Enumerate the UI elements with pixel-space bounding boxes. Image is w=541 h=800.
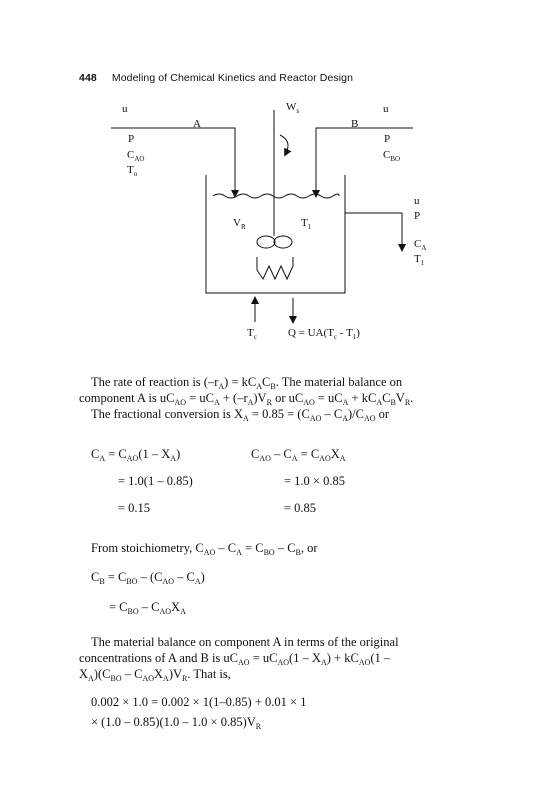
label-u-out: u [414,195,420,207]
label-u-right: u [383,103,389,115]
numeric-line-1: 0.002 × 1.0 = 0.002 × 1(1–0.85) + 0.01 ×… [91,695,307,709]
label-ws: Ws [286,101,299,115]
page-number: 448 [79,72,97,84]
para-rate-line-3: The fractional conversion is XA = 0.85 =… [91,407,390,423]
cb-line-1: CB = CBO – (CAO – CA) [91,570,205,586]
running-header: 448 Modeling of Chemical Kinetics and Re… [79,72,353,84]
eq-cao-line-2: = 1.0 × 0.85 [284,474,345,488]
label-t1-inside: T1 [301,217,312,231]
para-rate-line-2: component A is uCAO = uCA + (–rA)VR or u… [79,391,414,407]
label-t1-out: T1 [414,253,425,267]
para-rate-line-1: The rate of reaction is (–rA) = kCACB. T… [91,375,403,391]
mb-line-2: concentrations of A and B is uCAO = uCAO… [79,651,391,667]
feed-line-a [111,127,239,198]
cooling-coil [256,257,294,281]
label-tc: Tc [247,327,257,341]
stoichiometry-line: From stoichiometry, CAO – CA = CBO – CB,… [91,541,318,557]
rotation-arrow [279,134,292,157]
eq-ca-line-1: CA = CAO(1 – XA) [91,447,181,463]
label-to-left: To [127,164,138,178]
eq-ca-line-2: = 1.0(1 – 0.85) [118,474,193,488]
running-title: Modeling of Chemical Kinetics and Reacto… [111,72,354,84]
eq-cao-line-1: CAO – CA = CAOXA [251,447,346,463]
cstr-diagram: u A P CAO To Ws u B P CBO u P CA T1 VR T… [111,101,426,341]
label-a: A [193,118,201,130]
label-p-left: P [128,133,134,145]
mb-line-3: XA)(CBO – CAOXA)VR. That is, [79,667,231,683]
cb-line-2: = CBO – CAOXA [109,600,186,616]
label-ca-out: CA [414,238,426,252]
impeller-right [273,235,293,249]
label-p-right: P [384,133,390,145]
label-cbo-right: CBO [383,149,400,163]
outlet-line [345,212,406,252]
mb-line-1: The material balance on component A in t… [91,635,399,649]
eq-cao-line-3: = 0.85 [284,501,317,515]
impeller-left [256,235,276,249]
label-cao-left: CAO [127,149,144,163]
label-p-out: P [414,210,420,222]
label-q: Q = UA(Tc - T1) [288,327,360,341]
label-u-left: u [122,103,128,115]
label-vr: VR [233,217,246,231]
vessel-outline [205,175,346,294]
eq-ca-line-3: = 0.15 [118,501,151,515]
numeric-line-2: × (1.0 – 0.85)(1.0 – 1.0 × 0.85)VR [91,715,262,731]
feed-line-b [312,127,413,198]
liquid-surface [212,193,340,199]
label-b: B [351,118,358,130]
